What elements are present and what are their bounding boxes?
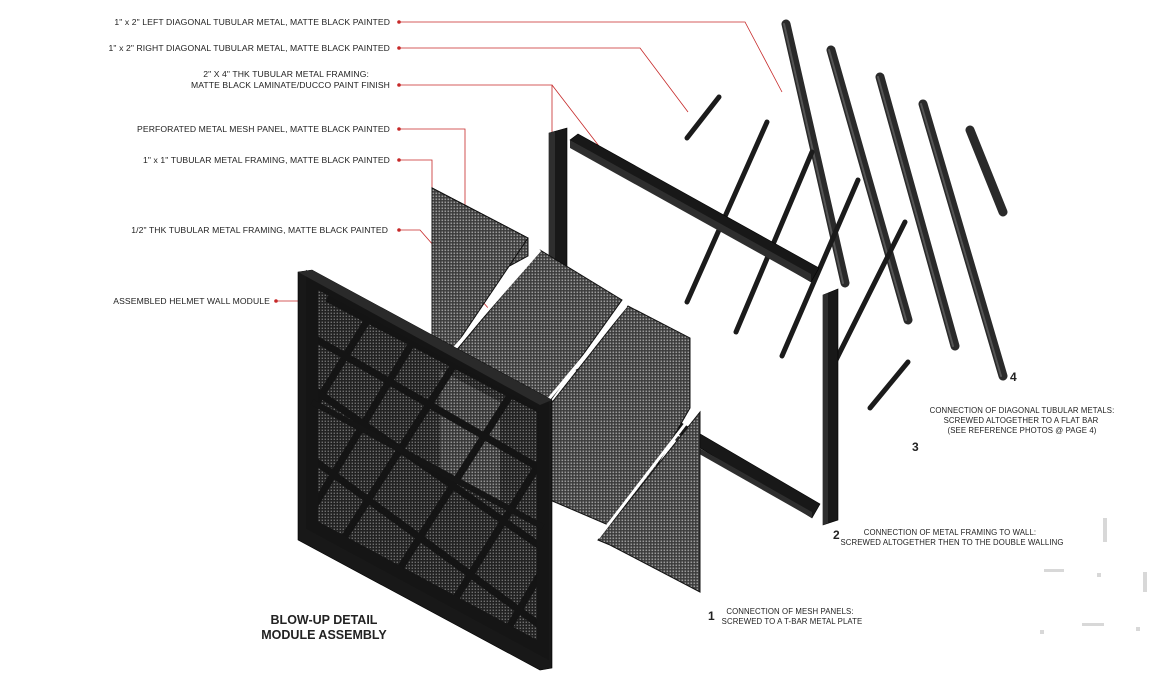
title-line2: MODULE ASSEMBLY xyxy=(261,628,387,642)
diagonal-tubes-left xyxy=(781,19,1008,381)
connection-2-line2: SCREWED ALTOGETHER THEN TO THE DOUBLE WA… xyxy=(840,538,1063,547)
callout-framing-2x4-line1: 2" X 4" THK TUBULAR METAL FRAMING: xyxy=(203,69,369,79)
connection-4-line3: (SEE REFERENCE PHOTOS @ PAGE 4) xyxy=(948,426,1097,435)
callout-mesh-panel: PERFORATED METAL MESH PANEL, MATTE BLACK… xyxy=(137,124,390,134)
callout-framing-1x1: 1" x 1" TUBULAR METAL FRAMING, MATTE BLA… xyxy=(143,155,390,165)
diagonal-bars-right xyxy=(684,94,911,411)
callout-left-diagonal: 1" x 2" LEFT DIAGONAL TUBULAR METAL, MAT… xyxy=(114,17,390,27)
title-line1: BLOW-UP DETAIL xyxy=(271,613,378,627)
connection-4-line2: SCREWED ALTOGETHER TO A FLAT BAR xyxy=(944,416,1099,425)
callout-assembled-module: ASSEMBLED HELMET WALL MODULE xyxy=(113,296,270,306)
callout-right-diagonal: 1" x 2" RIGHT DIAGONAL TUBULAR METAL, MA… xyxy=(109,43,390,53)
callout-framing-2x4-line2: MATTE BLACK LAMINATE/DUCCO PAINT FINISH xyxy=(191,80,390,90)
drawing-title: BLOW-UP DETAIL MODULE ASSEMBLY xyxy=(261,613,387,642)
callout-framing-half: 1/2" THK TUBULAR METAL FRAMING, MATTE BL… xyxy=(131,225,388,235)
connection-1-line2: SCREWED TO A T-BAR METAL PLATE xyxy=(722,617,863,626)
section-marks xyxy=(1040,518,1147,634)
leader-lines xyxy=(274,20,783,389)
assembled-helmet-wall-module xyxy=(297,269,553,671)
connection-2-line1: CONNECTION OF METAL FRAMING TO WALL: xyxy=(864,528,1036,537)
callout-labels: 1" x 2" LEFT DIAGONAL TUBULAR METAL, MAT… xyxy=(109,17,390,306)
connection-4-line1: CONNECTION OF DIAGONAL TUBULAR METALS: xyxy=(930,406,1115,415)
connection-2-number: 2 xyxy=(833,528,840,542)
mesh-panels xyxy=(431,187,701,593)
connection-4-number: 4 xyxy=(1010,370,1017,384)
connection-3-number: 3 xyxy=(912,440,919,454)
connection-1-number: 1 xyxy=(708,609,715,623)
connection-notes: 1 CONNECTION OF MESH PANELS: SCREWED TO … xyxy=(708,370,1114,626)
connection-1-line1: CONNECTION OF MESH PANELS: xyxy=(726,607,853,616)
